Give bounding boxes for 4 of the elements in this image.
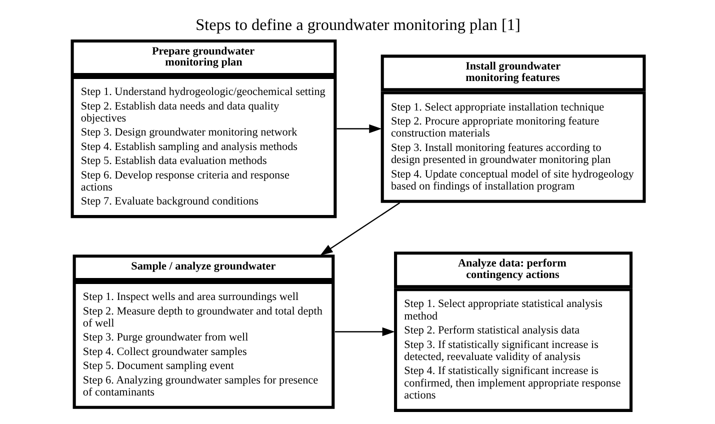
arrow (320, 202, 400, 255)
arrow (334, 326, 394, 336)
diagram-title: Steps to define a groundwater monitoring plan [1] (195, 16, 520, 34)
arrow (336, 124, 382, 133)
